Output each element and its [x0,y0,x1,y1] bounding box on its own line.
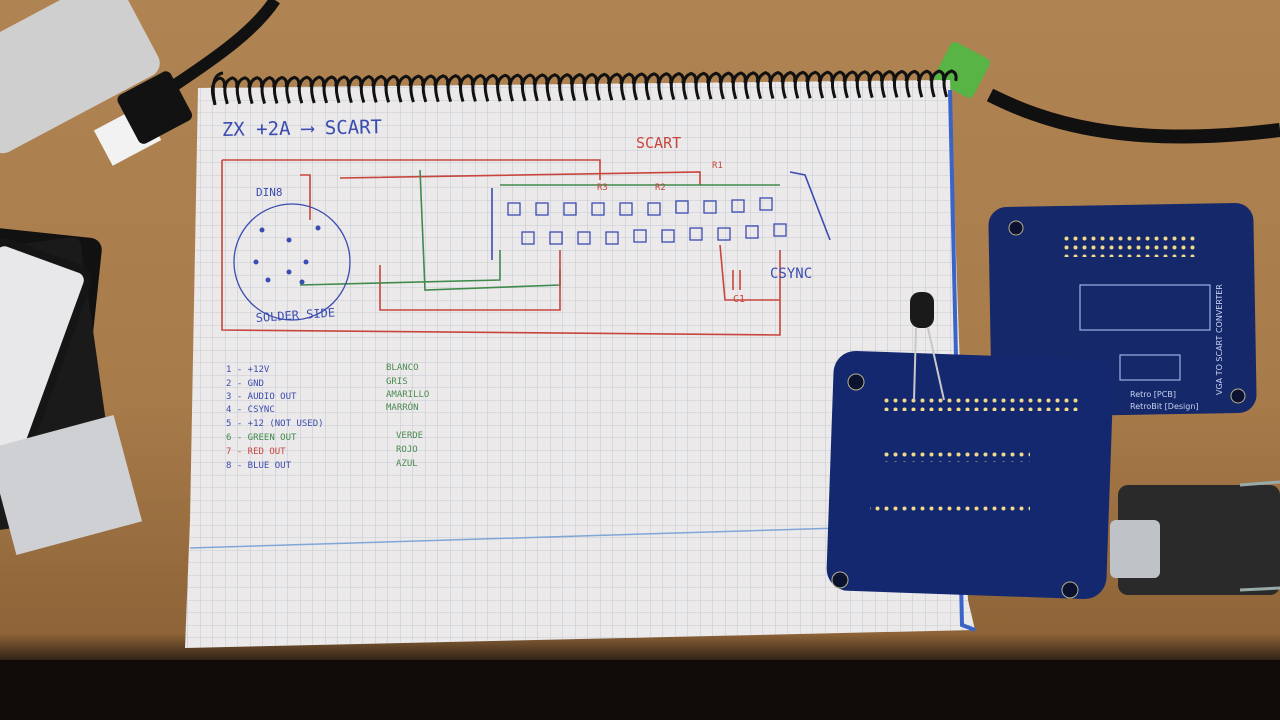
legend-left-1: 1 - +12V [226,365,270,375]
notebook-edge [948,89,976,632]
pcb-text-converter: VGA TO SCART CONVERTER [1215,284,1224,395]
csync-label: CSYNC [770,266,812,282]
usb-plug [117,71,193,144]
din-label: DIN8 [256,186,283,199]
electrolytic-capacitor [910,292,934,328]
legend-left-5: 5 - +12 (NOT USED) [226,419,324,429]
pin-legend: 1 - +12V BLANCO 2 - GND GRIS 3 - AUDIO O… [226,363,429,471]
legend-left-7: 7 - RED OUT [226,447,286,457]
scart-label: SCART [636,134,681,152]
legend-right-8: AZUL [396,459,418,469]
legend-right-4: MARRÓN [386,401,419,413]
legend-left-2: 2 - GND [226,379,264,389]
legend-left-8: 8 - BLUE OUT [226,461,292,471]
legend-right-7: ROJO [396,445,418,455]
din-pins [253,225,321,285]
scart-pins-top [507,197,773,216]
c1-label: C1 [733,294,745,305]
scart-pins-bottom [521,223,787,245]
pcb-board-1 [826,350,1114,600]
din-socket-outline [233,203,351,321]
notebook-title: ZX +2A ⟶ SCART [222,116,383,141]
resistor-label-r2: R2 [655,183,666,193]
pcb-silkscreen: VGA TO SCART CONVERTER Retro [PCB] Retro… [1130,284,1224,411]
legend-right-3: AMARILLO [386,390,429,400]
legend-right-6: VERDE [396,431,423,441]
legend-right-2: GRIS [386,377,408,387]
notebook-spiral [210,69,958,106]
green-plug-cable [986,88,1280,144]
card-white [0,238,92,462]
spiral-coil [942,69,958,98]
schematic-wires [221,159,831,336]
legend-right-1: BLANCO [386,363,419,373]
legend-left-3: 3 - AUDIO OUT [226,392,297,402]
usb-cable [171,0,280,90]
capacitor-symbol [732,270,741,290]
usb-stick-body [0,0,160,154]
legend-left-6: 6 - GREEN OUT [226,433,297,443]
socket-label: SOLDER SIDE [255,305,335,325]
resistor-label-r3: R3 [597,183,608,193]
pcb-text-retro: Retro [PCB] [1130,390,1176,399]
pcb-text-design: RetroBit [Design] [1130,402,1199,411]
page-margin-line [189,527,841,549]
card-box [0,415,143,555]
floor-shadow [0,660,1280,720]
resistor-label-r1: R1 [712,161,723,171]
legend-left-4: 4 - CSYNC [226,405,275,415]
